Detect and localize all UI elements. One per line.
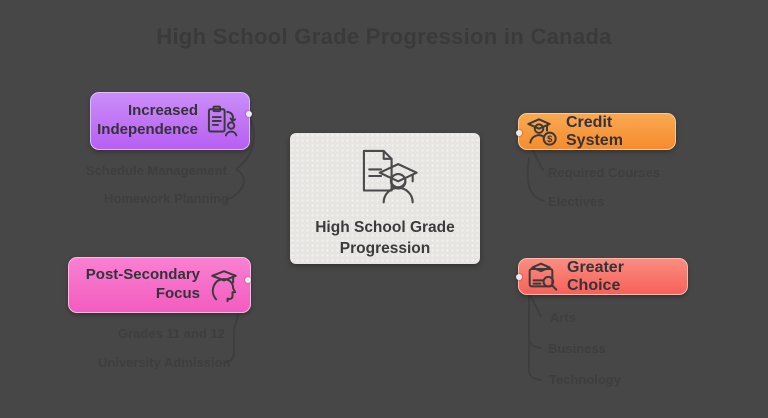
graduate-dollar-icon: $	[527, 116, 559, 148]
connector-dot-post-secondary-focus[interactable]	[245, 277, 251, 283]
subtopic-homework-planning[interactable]: Homework Planning	[104, 191, 229, 206]
central-node-label: High School Grade Progression	[315, 219, 455, 257]
subtopic-schedule-management[interactable]: Schedule Management	[86, 163, 227, 178]
node-greater-choice-label: Greater Choice	[567, 258, 624, 294]
node-greater-choice[interactable]: Greater Choice	[518, 258, 688, 295]
head-graduation-icon	[208, 268, 240, 302]
node-credit-system[interactable]: $ Credit System	[518, 113, 676, 150]
subtopic-required-courses[interactable]: Required Courses	[548, 165, 660, 180]
certificate-search-icon	[527, 261, 559, 293]
node-increased-independence[interactable]: Increased Independence	[90, 92, 250, 150]
node-credit-system-label: Credit System	[566, 113, 623, 149]
node-increased-independence-label: Increased Independence	[97, 102, 198, 138]
subtopic-university-admission[interactable]: University Admission	[98, 355, 231, 370]
node-post-secondary-focus-label: Post-Secondary Focus	[85, 266, 200, 302]
subtopic-arts[interactable]: Arts	[550, 310, 577, 325]
document-graduate-icon	[349, 147, 421, 210]
svg-text:$: $	[547, 133, 553, 143]
assignment-person-icon	[205, 104, 239, 138]
subtopic-technology[interactable]: Technology	[549, 372, 621, 387]
central-node-high-school-grade-progression[interactable]: High School Grade Progression	[290, 133, 480, 264]
subtopic-grades-11-and-12[interactable]: Grades 11 and 12	[118, 326, 225, 341]
subtopic-electives[interactable]: Electives	[548, 194, 605, 209]
node-post-secondary-focus[interactable]: Post-Secondary Focus	[68, 257, 251, 313]
connector-dot-increased-independence[interactable]	[246, 111, 252, 117]
connector-dot-credit-system[interactable]	[516, 130, 522, 136]
subtopic-business[interactable]: Business	[548, 341, 606, 356]
page-title: High School Grade Progression in Canada	[156, 24, 612, 49]
connector-dot-greater-choice[interactable]	[516, 274, 522, 280]
